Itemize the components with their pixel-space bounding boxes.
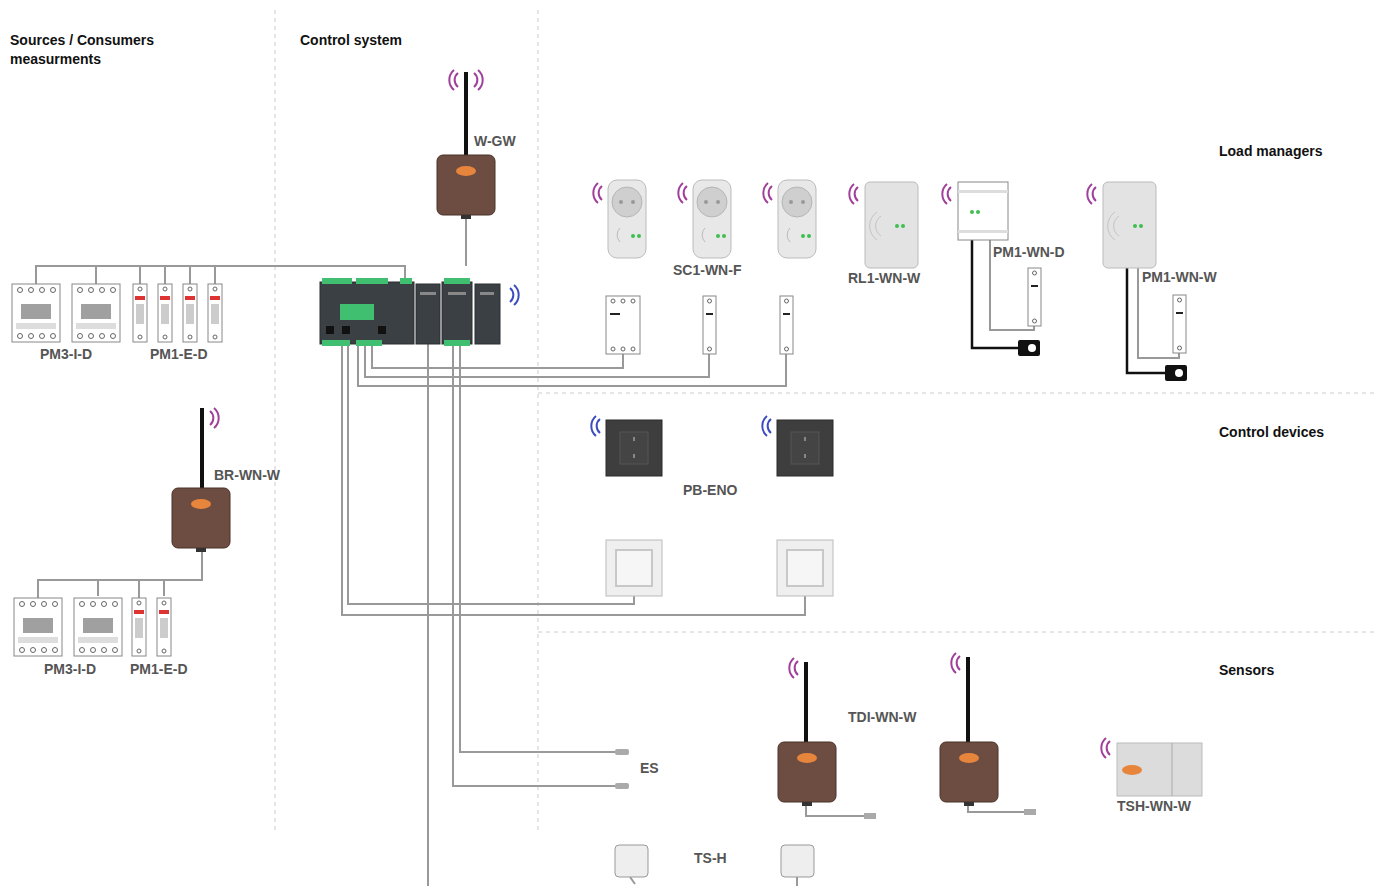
plc-controller — [320, 278, 519, 346]
bus-wire — [98, 552, 202, 596]
push-button — [591, 416, 833, 596]
device-label: PB-ENO — [683, 482, 737, 499]
device-label: TSH-WN-W — [1117, 798, 1191, 815]
device-node: PM1-E-D — [130, 282, 225, 366]
device-label: RL1-WN-W — [848, 270, 920, 287]
device-node: PM3-I-D — [10, 282, 125, 366]
device-label: ES — [640, 760, 659, 777]
device-label: BR-WN-W — [214, 467, 280, 484]
section-heading: Control system — [300, 31, 402, 50]
device-label: PM1-WN-W — [1142, 269, 1217, 286]
section-heading: Control devices — [1219, 423, 1324, 442]
section-heading: Sensors — [1219, 661, 1274, 680]
device-label: W-GW — [474, 133, 516, 150]
device-node: TS-H — [612, 843, 818, 879]
device-label: TS-H — [694, 850, 727, 867]
device-node: PM3-I-D — [10, 596, 125, 682]
gateway — [172, 70, 495, 552]
device-label: PM1-E-D — [150, 346, 208, 363]
device-label: SC1-WN-F — [673, 262, 741, 279]
device-node: BR-WN-W — [170, 405, 295, 552]
device-label: PM3-I-D — [40, 346, 92, 363]
circuit-breaker — [606, 268, 1186, 354]
section-separator — [275, 10, 1375, 830]
device-node: TDI-WN-W — [776, 656, 1001, 823]
device-node: SC1-WN-F — [590, 178, 830, 282]
sensor — [615, 653, 1202, 877]
device-node: RL1-WN-W — [845, 180, 937, 290]
energy-meter — [12, 284, 222, 656]
device-label: PM3-I-D — [44, 661, 96, 678]
device-node: PM1-E-D — [128, 596, 198, 682]
device-label: TDI-WN-W — [848, 709, 916, 726]
section-heading: Sources / Consumers measurments — [10, 31, 185, 69]
device-label: PM1-WN-D — [993, 244, 1065, 261]
device-node: TSH-WN-W — [1100, 740, 1210, 818]
device-node: ES — [612, 745, 672, 793]
device-node: PM1-WN-W — [1100, 180, 1235, 289]
smart-plug — [593, 180, 816, 258]
bus-wire — [164, 552, 202, 596]
wire — [36, 219, 1179, 886]
device-node: W-GW — [435, 70, 525, 220]
device-label: PM1-E-D — [130, 661, 188, 678]
device-node: PM1-WN-D — [955, 180, 1080, 264]
device-node: PB-ENO — [600, 418, 840, 503]
section-heading: Load managers — [1219, 142, 1322, 161]
